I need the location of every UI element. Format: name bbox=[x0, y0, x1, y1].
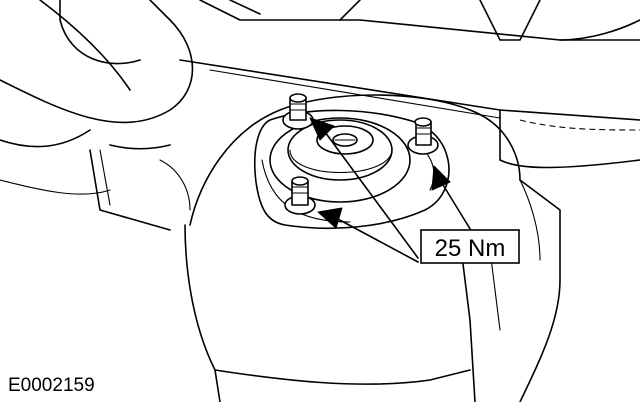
torque-callout: 25 Nm bbox=[420, 229, 520, 264]
mounting-nut-left bbox=[284, 176, 316, 215]
strut-top-mount bbox=[269, 117, 411, 203]
torque-arrows bbox=[309, 117, 473, 263]
mounting-nut-right bbox=[407, 117, 439, 155]
body-structure bbox=[0, 0, 640, 231]
mounting-nut-top bbox=[282, 93, 314, 130]
torque-value: 25 Nm bbox=[435, 235, 506, 262]
figure-reference: E0002159 bbox=[8, 375, 95, 396]
